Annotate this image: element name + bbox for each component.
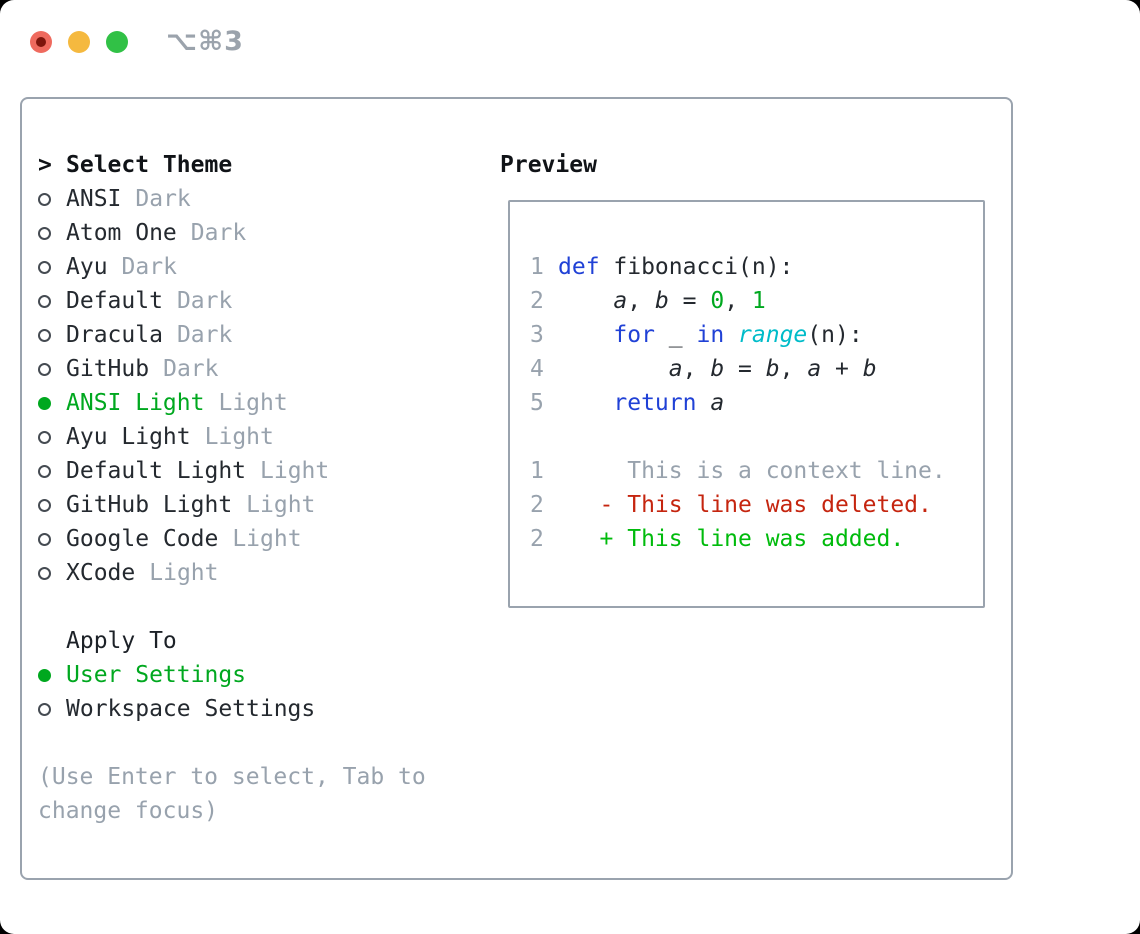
theme-option-default-dark[interactable]: Default Dark [38, 284, 470, 318]
theme-mode-badge: Light [260, 458, 330, 484]
theme-mode-badge: Dark [135, 186, 191, 212]
theme-name: Atom One [66, 220, 177, 246]
blank-line [530, 420, 983, 454]
line-number: 2 [530, 492, 544, 518]
theme-name: ANSI Light [66, 390, 205, 416]
theme-option-ansi-dark[interactable]: ANSI Dark [38, 182, 470, 216]
radio-icon [38, 294, 51, 308]
theme-mode-badge: Light [232, 526, 302, 552]
apply-to-title: Apply To [66, 628, 177, 654]
theme-option-google-code-light[interactable]: Google Code Light [38, 522, 470, 556]
theme-option-xcode-light[interactable]: XCode Light [38, 556, 470, 590]
line-number: 2 [530, 526, 544, 552]
apply-option-workspace-settings[interactable]: Workspace Settings [38, 692, 470, 726]
theme-name: Dracula [66, 322, 163, 348]
radio-icon [38, 532, 51, 546]
zoom-button[interactable] [106, 30, 128, 53]
theme-mode-badge: Dark [121, 254, 177, 280]
theme-name: Ayu Light [66, 424, 191, 450]
theme-name: Default Light [66, 458, 247, 484]
line-number: 2 [530, 288, 544, 314]
theme-option-dracula-dark[interactable]: Dracula Dark [38, 318, 470, 352]
theme-name: GitHub [66, 356, 150, 382]
theme-name: GitHub Light [66, 492, 233, 518]
theme-mode-badge: Light [204, 424, 274, 450]
theme-mode-badge: Light [246, 492, 316, 518]
radio-selected-icon [38, 668, 51, 682]
radio-icon [38, 498, 51, 512]
theme-option-default-light[interactable]: Default Light Light [38, 454, 470, 488]
theme-option-atom-one-dark[interactable]: Atom One Dark [38, 216, 470, 250]
line-number: 1 [530, 458, 544, 484]
theme-mode-badge: Dark [176, 322, 233, 348]
code-line: 5 return a [530, 386, 983, 420]
theme-mode-badge: Light [218, 390, 288, 416]
line-number: 4 [530, 356, 544, 382]
selection-cursor-icon: > [38, 152, 52, 178]
line-number: 3 [530, 322, 544, 348]
code-line: 3 for _ in range(n): [530, 318, 983, 352]
keyboard-hint-text: (Use Enter to select, Tab to change focu… [38, 764, 426, 824]
theme-mode-badge: Dark [163, 356, 219, 382]
theme-option-ansi-light[interactable]: ANSI Light Light [38, 386, 470, 420]
radio-icon [38, 362, 51, 376]
diff-context-line: 1 This is a context line. [530, 454, 983, 488]
radio-icon [38, 226, 51, 240]
apply-option-label: Workspace Settings [66, 696, 316, 722]
minimize-button[interactable] [68, 30, 90, 53]
theme-mode-badge: Dark [176, 288, 233, 314]
theme-option-github-dark[interactable]: GitHub Dark [38, 352, 470, 386]
theme-name: ANSI [66, 186, 122, 212]
apply-option-label: User Settings [66, 662, 247, 688]
code-line: 4 a, b = b, a + b [530, 352, 983, 386]
radio-icon [38, 328, 51, 342]
window-title: ⌥⌘3 [166, 26, 244, 57]
line-number: 1 [530, 254, 544, 280]
radio-icon [38, 566, 51, 580]
spacer [38, 590, 470, 624]
theme-option-github-light[interactable]: GitHub Light Light [38, 488, 470, 522]
radio-icon [38, 702, 51, 716]
diff-added-line: 2 + This line was added. [530, 522, 983, 556]
preview-title: Preview [500, 152, 597, 178]
code-line: 2 a, b = 0, 1 [530, 284, 983, 318]
apply-to-header: Apply To [38, 624, 470, 658]
theme-list-title: Select Theme [66, 152, 233, 178]
line-number: 5 [530, 390, 544, 416]
theme-name: Google Code [66, 526, 219, 552]
theme-name: XCode [66, 560, 136, 586]
close-button[interactable] [30, 30, 52, 53]
titlebar: ⌥⌘3 [30, 26, 244, 57]
theme-mode-badge: Light [149, 560, 219, 586]
radio-icon [38, 430, 51, 444]
theme-name: Ayu [66, 254, 108, 280]
diff-deleted-line: 2 - This line was deleted. [530, 488, 983, 522]
apply-option-user-settings[interactable]: User Settings [38, 658, 470, 692]
theme-mode-badge: Dark [190, 220, 247, 246]
theme-name: Default [66, 288, 163, 314]
radio-selected-icon [38, 396, 51, 410]
radio-icon [38, 192, 51, 206]
radio-icon [38, 464, 51, 478]
theme-option-ayu-dark[interactable]: Ayu Dark [38, 250, 470, 284]
radio-icon [38, 260, 51, 274]
theme-option-ayu-light[interactable]: Ayu Light Light [38, 420, 470, 454]
theme-list-header: > Select Theme [38, 148, 470, 182]
